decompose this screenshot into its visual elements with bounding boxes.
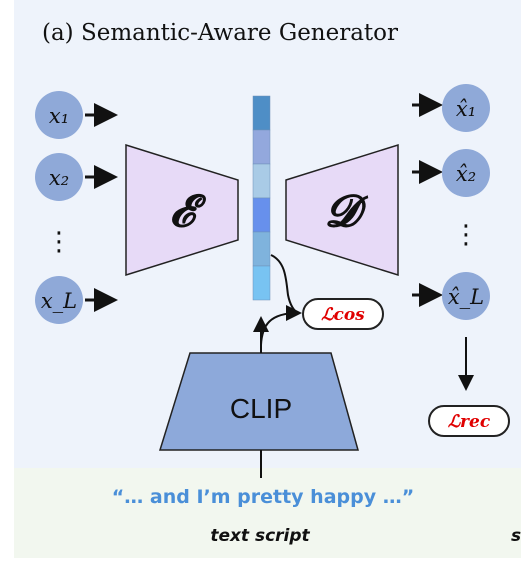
input-node-L: x_L	[35, 276, 83, 324]
output-vdots: ⋮	[453, 220, 479, 250]
token-1	[252, 95, 271, 131]
loss-cos-badge: ℒcos	[302, 298, 384, 330]
clip-label: CLIP	[230, 393, 292, 424]
token-5	[252, 231, 271, 267]
text-quote: “… and I’m pretty happy …”	[111, 486, 415, 508]
output-node-2-label: x̂₂	[456, 162, 476, 186]
clip-block	[158, 352, 359, 451]
input-node-1: x₁	[35, 91, 83, 139]
diagram-title: (a) Semantic-Aware Generator	[42, 20, 399, 46]
token-6	[252, 265, 271, 301]
token-to-loss-arrow	[270, 254, 299, 314]
decoder-block	[285, 143, 399, 277]
clip-to-loss-arrow	[260, 305, 302, 346]
token-column	[252, 95, 271, 301]
output-node-L: x̂_L	[442, 272, 490, 320]
encoder-block	[125, 143, 239, 277]
output-node-L-label: x̂_L	[448, 285, 484, 309]
token-3	[252, 163, 271, 199]
loss-rec-label: ℒrec	[448, 412, 491, 432]
output-node-2: x̂₂	[442, 149, 490, 197]
input-node-1-label: x₁	[49, 104, 69, 128]
truncated-caption: s	[511, 526, 521, 546]
text-strip-background	[14, 468, 521, 558]
output-node-1-label: x̂₁	[456, 97, 476, 121]
input-node-L-label: x_L	[41, 289, 77, 313]
input-vdots: ⋮	[46, 227, 72, 257]
loss-rec-badge: ℒrec	[428, 405, 510, 437]
token-4	[252, 197, 271, 233]
token-2	[252, 129, 271, 165]
text-script-caption: text script	[210, 526, 310, 546]
output-node-1: x̂₁	[442, 84, 490, 132]
loss-cos-label: ℒcos	[321, 305, 365, 325]
input-node-2: x₂	[35, 153, 83, 201]
input-node-2-label: x₂	[49, 166, 69, 190]
